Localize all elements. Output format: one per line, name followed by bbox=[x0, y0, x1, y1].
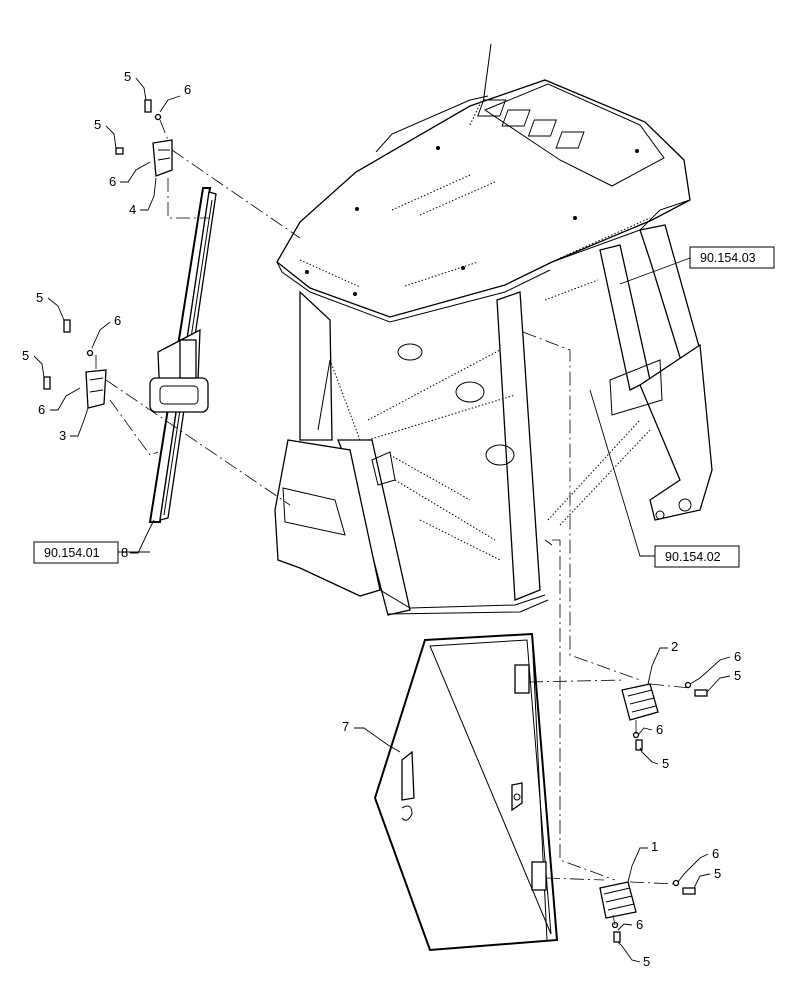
bolt-washer-icon bbox=[43, 99, 708, 943]
side-window-icon bbox=[148, 187, 217, 523]
callout-2: 2 bbox=[671, 639, 678, 654]
callout-5: 5 bbox=[36, 290, 43, 305]
callout-5: 5 bbox=[662, 756, 669, 771]
callout-4: 4 bbox=[129, 202, 136, 217]
callout-5: 5 bbox=[714, 866, 721, 881]
callout-6: 6 bbox=[184, 82, 191, 97]
callout-5: 5 bbox=[734, 668, 741, 683]
reference-label: 90.154.01 bbox=[44, 546, 100, 560]
callout-6: 6 bbox=[712, 846, 719, 861]
reference-label: 90.154.03 bbox=[700, 251, 756, 265]
cab-frame-icon bbox=[274, 43, 713, 616]
callout-7: 7 bbox=[342, 719, 349, 734]
reference-box-top-right[interactable]: 90.154.03 bbox=[689, 246, 775, 269]
callout-5: 5 bbox=[94, 117, 101, 132]
callout-6: 6 bbox=[114, 313, 121, 328]
callout-6: 6 bbox=[38, 402, 45, 417]
callout-labels: 5 6 5 6 4 5 6 5 6 3 8 7 2 6 5 6 5 1 6 5 … bbox=[22, 69, 741, 969]
reference-box-left[interactable]: 90.154.01 bbox=[33, 541, 119, 564]
callout-8: 8 bbox=[121, 545, 128, 560]
callout-6: 6 bbox=[656, 722, 663, 737]
callout-3: 3 bbox=[59, 428, 66, 443]
callout-6: 6 bbox=[734, 649, 741, 664]
callout-6: 6 bbox=[109, 174, 116, 189]
reference-box-mid-right[interactable]: 90.154.02 bbox=[654, 545, 740, 568]
callout-5: 5 bbox=[124, 69, 131, 84]
hinge-icon bbox=[599, 683, 659, 919]
callout-6: 6 bbox=[636, 917, 643, 932]
callout-5: 5 bbox=[643, 954, 650, 969]
callout-5: 5 bbox=[22, 348, 29, 363]
callout-1: 1 bbox=[651, 839, 658, 854]
leader-lines bbox=[33, 77, 731, 963]
reference-label: 90.154.02 bbox=[665, 550, 721, 564]
hinge-icon bbox=[85, 139, 173, 409]
alignment-lines bbox=[95, 119, 691, 926]
door-panel-icon bbox=[373, 632, 559, 952]
